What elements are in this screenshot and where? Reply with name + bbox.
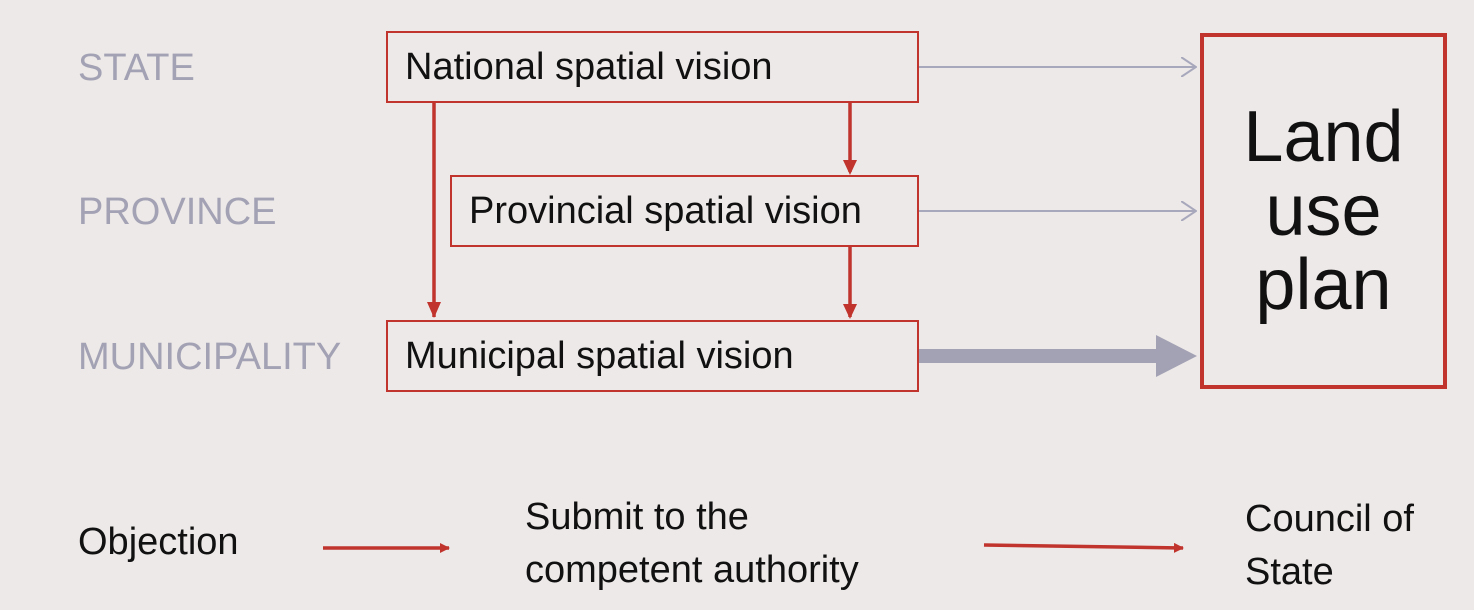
arrow-municipal-to-plan-shaft	[919, 349, 1159, 363]
national-vision-box: National spatial vision	[386, 31, 919, 103]
arrow-national-to-provincial-head	[843, 160, 857, 175]
council-of-state-label: Council of State	[1245, 498, 1414, 594]
objection-label: Objection	[78, 521, 239, 563]
provincial-vision-box: Provincial spatial vision	[450, 175, 919, 247]
land-use-plan-box: Land use plan	[1200, 33, 1447, 389]
land-use-plan-label: Land use plan	[1243, 96, 1404, 326]
arrow-provincial-to-municipal-head	[843, 304, 857, 319]
level-label-province: PROVINCE	[78, 191, 277, 233]
arrow-national-to-municipal-head	[427, 302, 441, 318]
arrow-municipal-to-plan-head	[1156, 335, 1197, 377]
level-label-state: STATE	[78, 47, 195, 89]
provincial-vision-label: Provincial spatial vision	[469, 189, 862, 232]
municipal-vision-label: Municipal spatial vision	[405, 334, 794, 377]
municipal-vision-box: Municipal spatial vision	[386, 320, 919, 392]
arrow-submit-to-council	[983, 542, 1184, 553]
level-label-municipality: MUNICIPALITY	[78, 336, 342, 378]
submit-authority-label: Submit to the competent authority	[525, 496, 859, 592]
national-vision-label: National spatial vision	[405, 45, 773, 88]
